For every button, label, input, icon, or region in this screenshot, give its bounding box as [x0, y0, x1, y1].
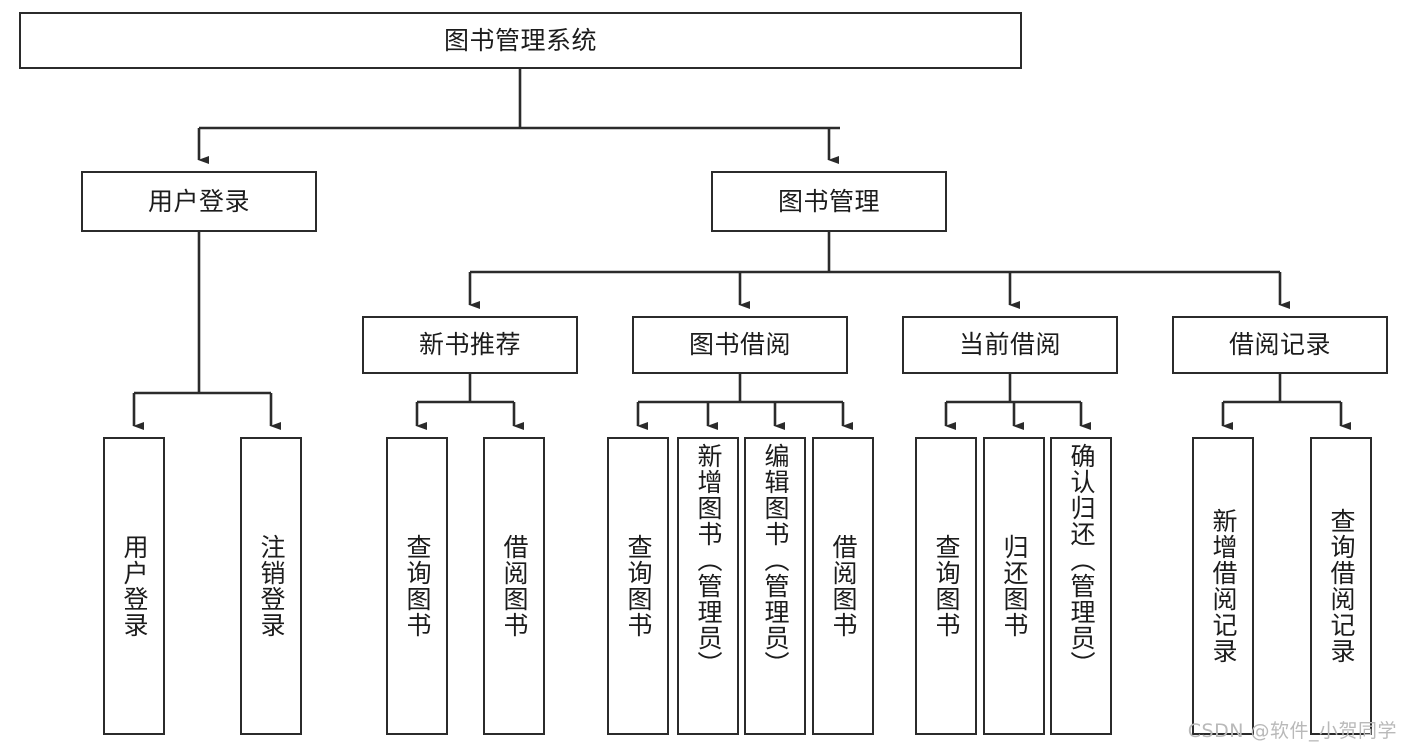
node-cb-confirm-return-label: 确认归还（管理员） — [1067, 443, 1096, 677]
node-cb-confirm-return[interactable]: 确认归还（管理员） — [1050, 437, 1112, 735]
node-bb-query-book-label: 查询图书 — [624, 534, 653, 638]
node-br-add-record-label: 新增借阅记录 — [1209, 508, 1238, 664]
node-bb-add-book[interactable]: 新增图书（管理员） — [677, 437, 739, 735]
node-current-borrow[interactable]: 当前借阅 — [902, 316, 1118, 374]
node-user-login[interactable]: 用户登录 — [81, 171, 317, 232]
node-new-book-recommend[interactable]: 新书推荐 — [362, 316, 578, 374]
node-cb-return-book-label: 归还图书 — [1000, 534, 1029, 638]
node-user-login-label: 用户登录 — [147, 186, 250, 216]
node-cb-query-book-label: 查询图书 — [932, 534, 961, 638]
node-book-borrow-label: 图书借阅 — [688, 330, 791, 360]
node-nbr-query-book-label: 查询图书 — [403, 534, 432, 638]
node-user-logout-label: 注销登录 — [257, 534, 286, 638]
node-root-label: 图书管理系统 — [443, 25, 597, 55]
node-bb-add-book-label: 新增图书（管理员） — [694, 443, 723, 677]
node-bb-edit-book[interactable]: 编辑图书（管理员） — [744, 437, 806, 735]
node-nbr-borrow-book[interactable]: 借阅图书 — [483, 437, 545, 735]
node-cb-return-book[interactable]: 归还图书 — [983, 437, 1045, 735]
node-book-management-label: 图书管理 — [777, 186, 880, 216]
node-borrow-records[interactable]: 借阅记录 — [1172, 316, 1388, 374]
node-new-book-recommend-label: 新书推荐 — [418, 330, 521, 360]
node-book-borrow[interactable]: 图书借阅 — [632, 316, 848, 374]
node-bb-borrow-book[interactable]: 借阅图书 — [812, 437, 874, 735]
node-br-query-record-label: 查询借阅记录 — [1327, 508, 1356, 664]
node-user-logout[interactable]: 注销登录 — [240, 437, 302, 735]
node-cb-query-book[interactable]: 查询图书 — [915, 437, 977, 735]
node-br-query-record[interactable]: 查询借阅记录 — [1310, 437, 1372, 735]
node-user-login-do[interactable]: 用户登录 — [103, 437, 165, 735]
node-book-management[interactable]: 图书管理 — [711, 171, 947, 232]
node-br-add-record[interactable]: 新增借阅记录 — [1192, 437, 1254, 735]
node-nbr-query-book[interactable]: 查询图书 — [386, 437, 448, 735]
node-borrow-records-label: 借阅记录 — [1228, 330, 1331, 360]
node-root[interactable]: 图书管理系统 — [19, 12, 1022, 69]
node-nbr-borrow-book-label: 借阅图书 — [500, 534, 529, 638]
csdn-watermark: CSDN @软件_小贺同学 — [1187, 720, 1397, 742]
node-bb-query-book[interactable]: 查询图书 — [607, 437, 669, 735]
node-current-borrow-label: 当前借阅 — [958, 330, 1061, 360]
node-bb-edit-book-label: 编辑图书（管理员） — [761, 443, 790, 677]
node-bb-borrow-book-label: 借阅图书 — [829, 534, 858, 638]
node-user-login-do-label: 用户登录 — [120, 534, 149, 638]
